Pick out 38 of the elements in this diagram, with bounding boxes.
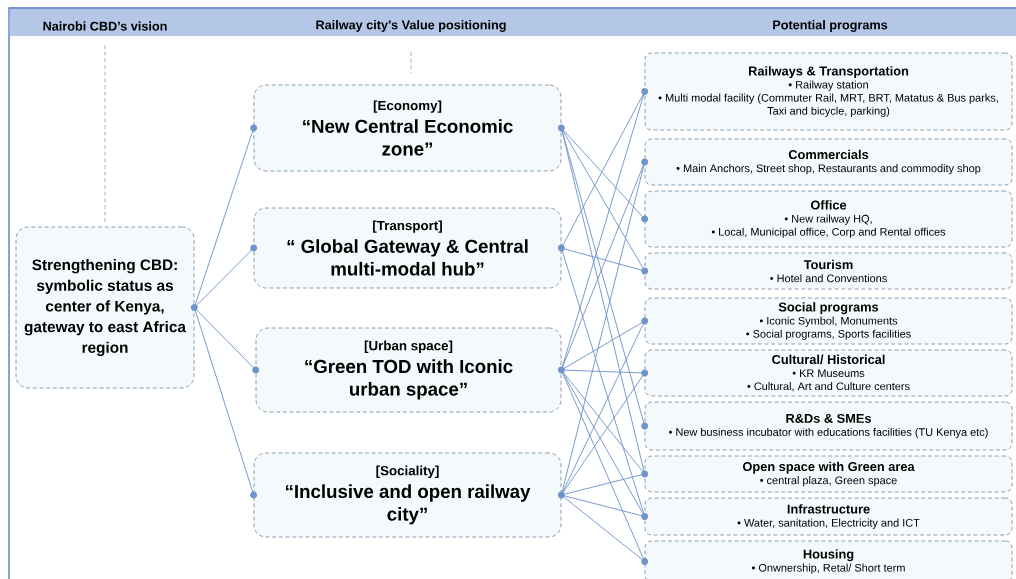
program-box: Railways & Transportation • Railway station • Multi modal facility (Commuter Rail, MRT, BRT, Matatus & Bus parks, Taxi and bicycle, parking) [641, 52, 1013, 131]
connector [560, 320, 646, 496]
program-box: Open space with Green area • central plaza, Green space [641, 455, 1013, 493]
program-box: Tourism • Hotel and Conventions [641, 252, 1013, 290]
connector [193, 247, 255, 308]
connector [560, 369, 646, 475]
program-box: Commercials • Main Anchors, Street shop, Restaurants and commodity shop [641, 138, 1013, 186]
connector [193, 307, 257, 371]
connector [560, 494, 646, 562]
program-box: R&Ds & SMEs • New business incubator with educations facilities (TU Kenya etc) [641, 401, 1013, 451]
connector [560, 91, 646, 249]
program-box: Housing • Onwnership, Retal/ Short term [641, 540, 1013, 579]
positioning-box: [Sociality] “Inclusive and open railway city” [250, 452, 565, 538]
connector [560, 91, 646, 371]
program-box: Cultural/ Historical • KR Museums • Cultural, Art and Culture centers [641, 349, 1013, 397]
connector [193, 127, 255, 308]
connector [560, 127, 646, 220]
connector [560, 369, 646, 374]
connector [560, 320, 646, 371]
connector [193, 307, 255, 496]
program-box: Office • New railway HQ, • Local, Municipal office, Corp and Rental offices [641, 190, 1013, 248]
program-box: Infrastructure • Water, sanitation, Electricity and ICT [641, 497, 1013, 536]
column-heading: Nairobi CBD’s vision [43, 21, 167, 31]
connector [560, 372, 646, 496]
connector [560, 369, 646, 562]
program-box: Social programs • Iconic Symbol, Monuments • Social programs, Sports facilities [641, 297, 1013, 345]
connector [560, 127, 646, 272]
connector [560, 247, 646, 272]
positioning-box: [Economy] “New Central Economic zone” [250, 84, 565, 172]
connector [560, 247, 646, 517]
vision-box: Strengthening CBD: symbolic status as center of Kenya, gateway to east Africa region [15, 226, 198, 389]
positioning-box: [Urban space] “Green TOD with Iconic urban space” [252, 327, 565, 413]
positioning-box: [Transport] “ Global Gateway & Central multi-modal hub” [250, 207, 565, 289]
connector [560, 161, 646, 371]
column-heading: Railway city’s Value positioning [316, 20, 506, 32]
connector [560, 473, 646, 496]
connector [560, 494, 646, 517]
column-heading: Potential programs [773, 20, 888, 32]
